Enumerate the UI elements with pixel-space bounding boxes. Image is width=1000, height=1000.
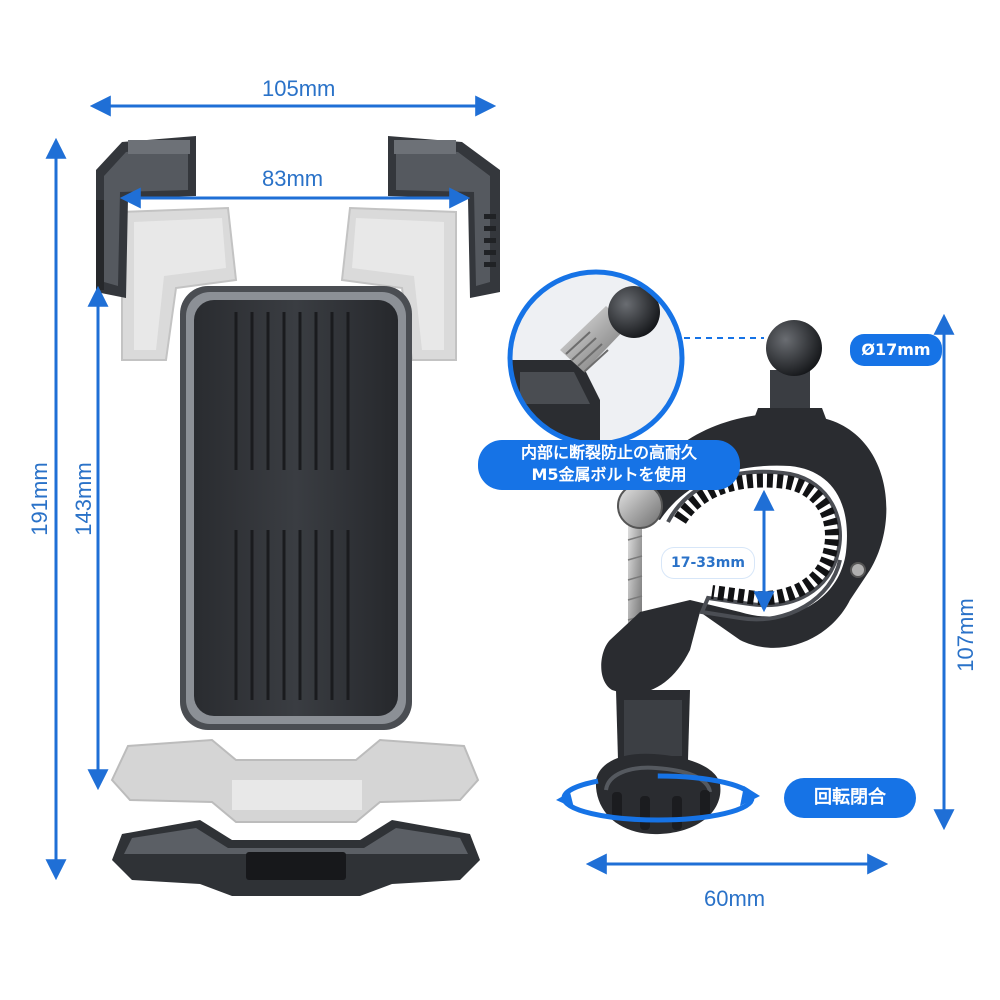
mount-width-label: 60mm: [704, 886, 766, 911]
width-105-label: 105mm: [262, 76, 336, 101]
bolt-note-badge: 内部に断裂防止の高耐久 M5金属ボルトを使用: [478, 440, 740, 490]
rotate-arrow-icon: [556, 773, 760, 823]
bolt-detail-magnifier: [507, 269, 764, 447]
holder-bottom-arm: [112, 820, 480, 896]
width-83-label: 83mm: [262, 166, 324, 191]
bolt-note-line2: M5金属ボルトを使用: [531, 465, 687, 484]
height-191-label: 191mm: [27, 462, 52, 536]
holder-top-left-arm: [96, 136, 196, 298]
holder-top-right-arm: [388, 136, 500, 298]
ball-diameter-badge: Ø17mm: [850, 334, 942, 366]
bolt-note-line1: 内部に断裂防止の高耐久: [520, 443, 697, 462]
mount-height-label: 107mm: [953, 598, 978, 672]
holder-ghost-bottom-arm: [110, 738, 480, 823]
height-143-label: 143mm: [71, 462, 96, 536]
rotate-lock-badge: 回転閉合: [784, 778, 916, 818]
clamp-range-badge: 17-33mm: [662, 548, 754, 578]
holder-back-pad: [180, 286, 412, 730]
phone-holder: [96, 136, 500, 896]
